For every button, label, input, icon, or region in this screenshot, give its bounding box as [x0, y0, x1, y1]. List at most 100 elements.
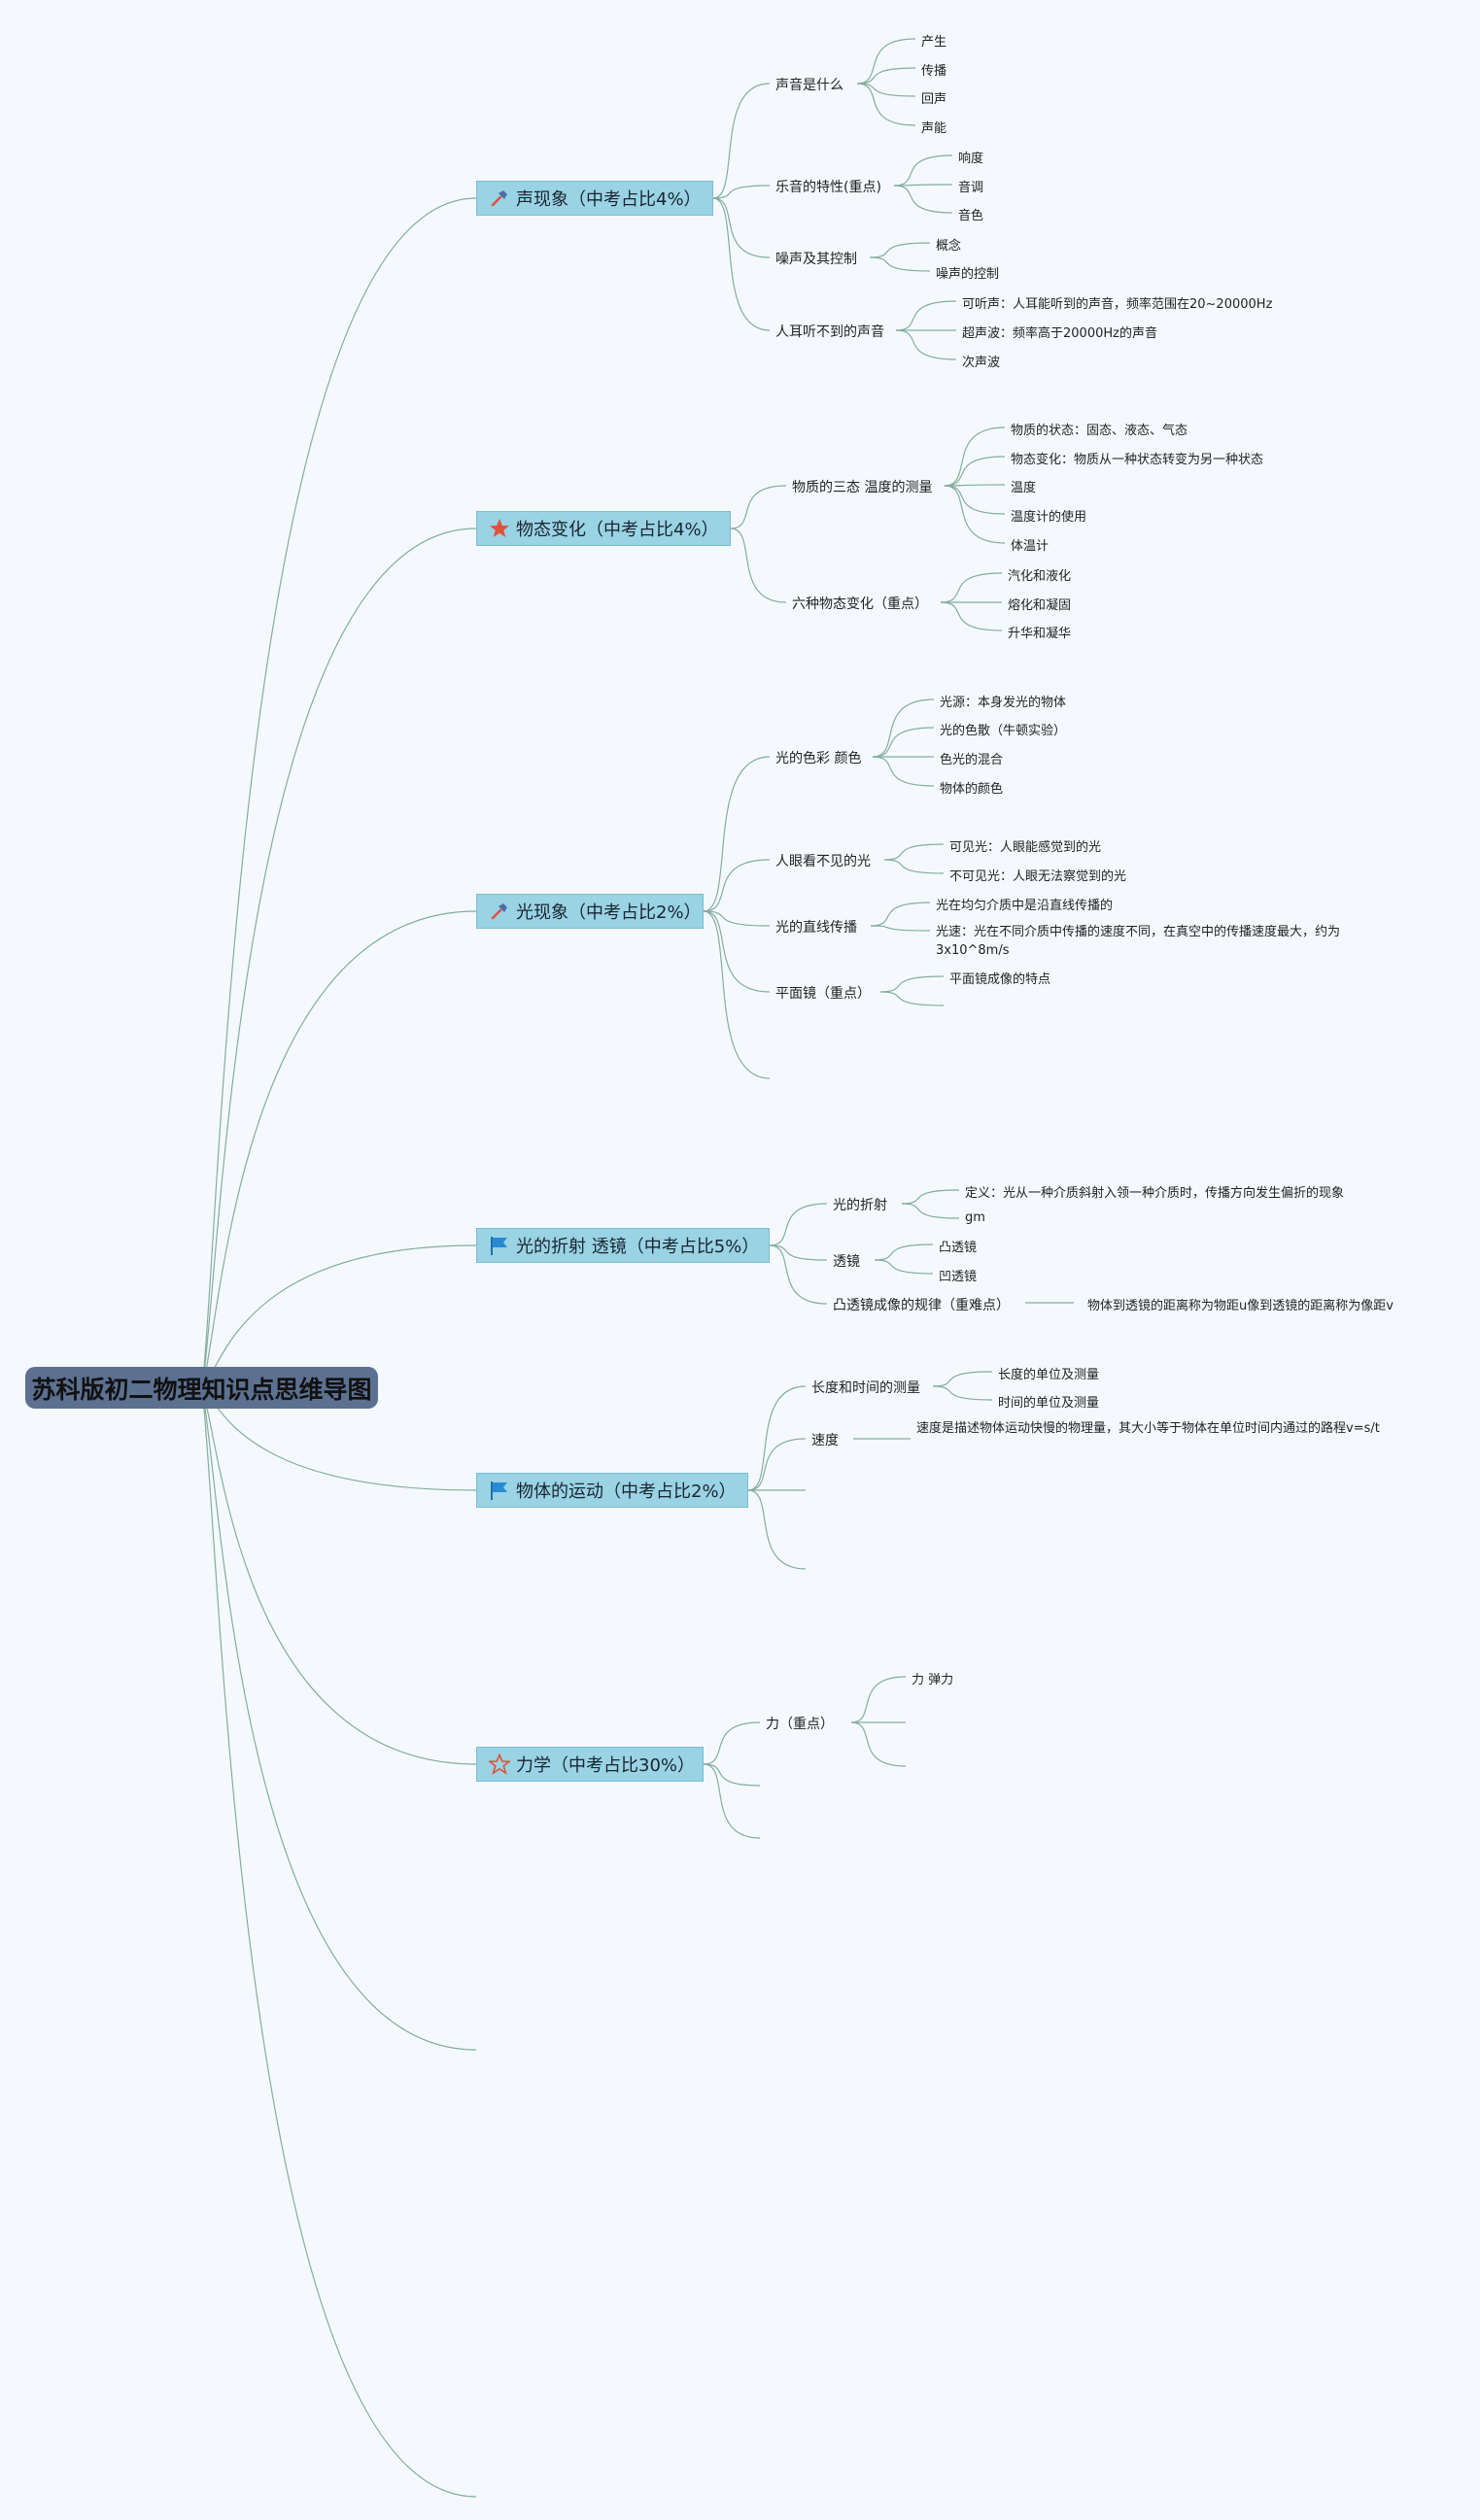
connector-refraction-2 [769, 1244, 828, 1305]
connector-what-1 [856, 67, 916, 85]
leaf-invisible-1[interactable]: 可见光：人眼能感觉到的光 [949, 840, 1102, 855]
connector-color-3 [872, 756, 935, 787]
sub-refraction[interactable]: 光的折射 [833, 1198, 887, 1213]
connector-force-sub-2 [850, 1721, 907, 1767]
connector-force-2 [703, 1763, 761, 1839]
leaf-measure-1[interactable]: 长度的单位及测量 [998, 1368, 1100, 1382]
connector-motion-3 [747, 1489, 807, 1570]
connector-traits-1 [893, 184, 953, 187]
connector-sound-3 [712, 197, 771, 331]
leaf-sound-4[interactable]: 声能 [921, 121, 947, 136]
leaf-traits-1[interactable]: 响度 [958, 152, 984, 166]
connector-straight-0 [870, 902, 931, 927]
sub-force[interactable]: 力（重点） [766, 1717, 834, 1732]
branch-light[interactable]: 光现象（中考占比2%） [476, 894, 704, 929]
connector-sound-0 [712, 83, 771, 199]
hammer-icon [489, 901, 510, 922]
sub-three-states[interactable]: 物质的三态 温度的测量 [792, 480, 933, 495]
leaf-inaudible-2[interactable]: 超声波：频率高于20000Hz的声音 [962, 326, 1157, 341]
connector-refraction-1 [769, 1244, 828, 1261]
connector-noise-1 [869, 256, 931, 272]
leaf-six-3[interactable]: 升华和凝华 [1008, 627, 1072, 641]
connector-motion-0 [747, 1385, 807, 1491]
leaf-six-1[interactable]: 汽化和液化 [1008, 569, 1072, 584]
connector-light-1 [703, 859, 771, 912]
sub-invisible-light[interactable]: 人眼看不见的光 [775, 854, 871, 869]
connector-root-empty-1 [201, 1388, 477, 2051]
leaf-state-5[interactable]: 体温计 [1011, 539, 1050, 554]
connector-root-empty-2 [201, 1388, 477, 2498]
branch-motion-title: 物体的运动（中考占比2%） [516, 1481, 737, 1502]
sub-convex-rule[interactable]: 凸透镜成像的规律（重难点） [833, 1298, 1010, 1313]
branch-state-change[interactable]: 物态变化（中考占比4%） [476, 511, 731, 546]
sub-what-is-sound[interactable]: 声音是什么 [775, 78, 843, 93]
leaf-refr-2[interactable]: gm [965, 1210, 985, 1225]
leaf-color-1[interactable]: 光源：本身发光的物体 [940, 696, 1067, 710]
leaf-noise-1[interactable]: 概念 [936, 239, 962, 254]
leaf-mirror-1[interactable]: 平面镜成像的特点 [949, 972, 1051, 987]
connector-color-1 [872, 727, 935, 758]
sub-inaudible[interactable]: 人耳听不到的声音 [775, 324, 884, 340]
branch-sound-title: 声现象（中考占比4%） [516, 189, 702, 210]
leaf-six-2[interactable]: 熔化和凝固 [1008, 598, 1072, 613]
leaf-sound-3[interactable]: 回声 [921, 92, 947, 107]
connector-six-2 [940, 601, 1003, 631]
connector-root-state [201, 528, 477, 1390]
leaf-invisible-2[interactable]: 不可见光：人眼无法察觉到的光 [949, 869, 1127, 884]
leaf-inaudible-3[interactable]: 次声波 [962, 356, 1001, 370]
leaf-state-1[interactable]: 物质的状态：固态、液态、气态 [1011, 424, 1188, 438]
leaf-color-4[interactable]: 物体的颜色 [940, 782, 1004, 797]
leaf-straight-1[interactable]: 光在均匀介质中是沿直线传播的 [936, 899, 1114, 913]
leaf-noise-2[interactable]: 噪声的控制 [936, 267, 1000, 282]
branch-mechanics[interactable]: 力学（中考占比30%） [476, 1747, 704, 1782]
leaf-state-2[interactable]: 物态变化：物质从一种状态转变为另一种状态 [1011, 453, 1264, 467]
connector-what-3 [856, 83, 916, 126]
connector-light-0 [703, 756, 771, 912]
flag-icon [489, 1480, 510, 1501]
star-outline-icon [487, 1753, 512, 1775]
root-topic[interactable]: 苏科版初二物理知识点思维导图 [25, 1367, 378, 1409]
leaf-straight-2[interactable]: 光速：光在不同介质中传播的速度不同，在真空中的传播速度最大，约为3x10^8m/… [936, 925, 1341, 958]
branch-motion[interactable]: 物体的运动（中考占比2%） [476, 1473, 748, 1508]
leaf-inaudible-1[interactable]: 可听声：人耳能听到的声音，频率范围在20~20000Hz [962, 297, 1273, 312]
connector-invisible-1 [883, 859, 945, 874]
connector-six-0 [940, 572, 1003, 603]
connector-measure-0 [932, 1371, 993, 1387]
sub-plane-mirror[interactable]: 平面镜（重点） [775, 986, 871, 1002]
connector-traits-2 [893, 185, 953, 214]
connector-lens-0 [874, 1243, 934, 1261]
leaf-measure-2[interactable]: 时间的单位及测量 [998, 1396, 1100, 1411]
sub-light-color[interactable]: 光的色彩 颜色 [775, 751, 862, 766]
branch-refraction[interactable]: 光的折射 透镜（中考占比5%） [476, 1228, 770, 1263]
leaf-lens-1[interactable]: 凸透镜 [939, 1241, 978, 1255]
sub-measurement[interactable]: 长度和时间的测量 [811, 1380, 920, 1396]
leaf-color-3[interactable]: 色光的混合 [940, 753, 1004, 767]
connector-root-mechanics [201, 1388, 477, 1765]
leaf-traits-3[interactable]: 音色 [958, 209, 984, 223]
leaf-state-4[interactable]: 温度计的使用 [1011, 510, 1087, 525]
leaf-convex-1[interactable]: 物体到透镜的距离称为物距u像到透镜的距离称为像距v [1087, 1299, 1394, 1313]
leaf-color-2[interactable]: 光的色散（牛顿实验） [940, 724, 1067, 738]
leaf-force-1[interactable]: 力 弹力 [912, 1673, 954, 1687]
leaf-refr-1[interactable]: 定义：光从一种介质斜射入领一种介质时，传播方向发生偏折的现象 [965, 1186, 1345, 1201]
leaf-traits-2[interactable]: 音调 [958, 181, 984, 195]
connector-color-0 [872, 698, 935, 758]
leaf-state-3[interactable]: 温度 [1011, 481, 1037, 495]
sub-six-changes[interactable]: 六种物态变化（重点） [792, 596, 928, 612]
connector-inaudible-0 [895, 300, 957, 331]
connector-what-2 [856, 83, 916, 97]
sub-straight-line[interactable]: 光的直线传播 [775, 920, 857, 936]
branch-sound[interactable]: 声现象（中考占比4%） [476, 181, 713, 216]
sub-noise[interactable]: 噪声及其控制 [775, 252, 857, 267]
leaf-sound-2[interactable]: 传播 [921, 64, 947, 79]
connector-traits-0 [893, 154, 953, 187]
sub-speed[interactable]: 速度 [811, 1433, 839, 1448]
leaf-sound-1[interactable]: 产生 [921, 35, 947, 50]
sub-musical-traits[interactable]: 乐音的特性(重点) [775, 180, 881, 195]
sub-lens[interactable]: 透镜 [833, 1254, 860, 1270]
leaf-lens-2[interactable]: 凹透镜 [939, 1270, 978, 1284]
connector-three-0 [944, 426, 1006, 487]
leaf-speed-1[interactable]: 速度是描述物体运动快慢的物理量，其大小等于物体在单位时间内通过的路程v=s/t [916, 1421, 1380, 1436]
connector-sound-2 [712, 197, 771, 258]
